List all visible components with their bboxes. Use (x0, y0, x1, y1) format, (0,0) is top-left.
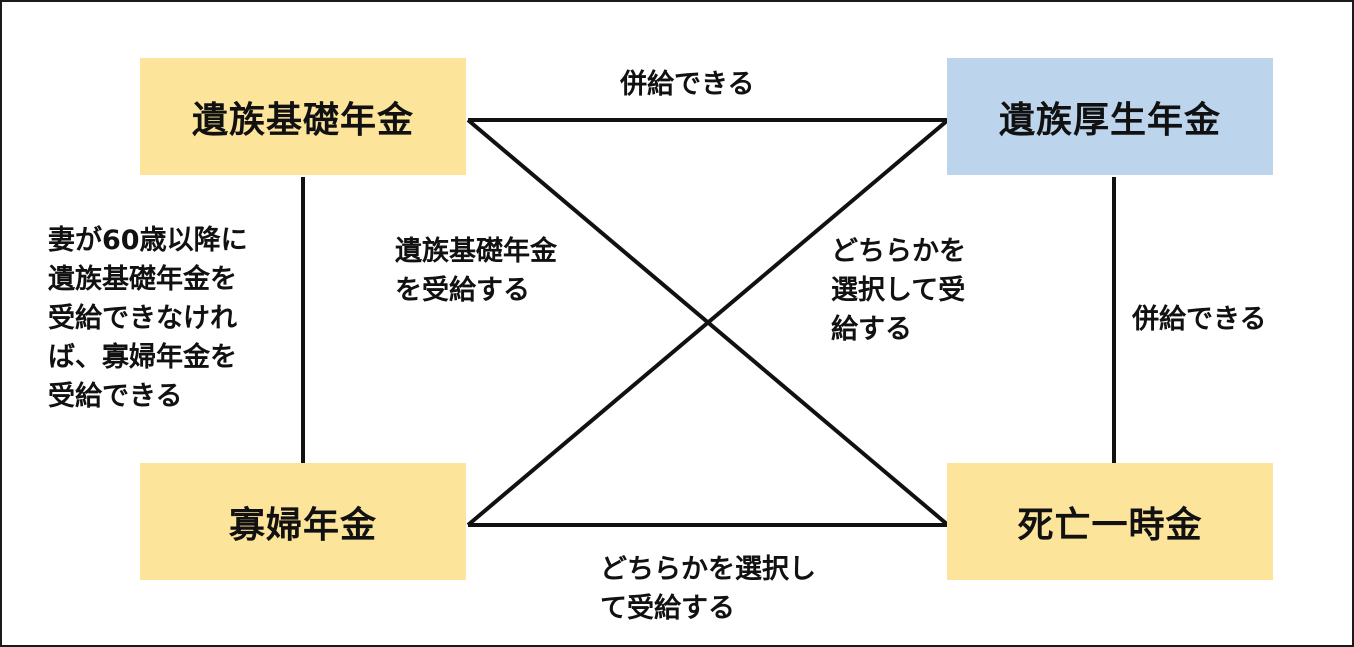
edge-label-bottom: どちらかを選択し て受給する (600, 554, 816, 624)
connector-diagonal-up (466, 118, 950, 527)
edge-label-top: 併給できる (620, 69, 755, 100)
edge-label-center-left: 遺族基礎年金 を受給する (395, 236, 557, 306)
edge-label-center-right: どちらかを 選択して受 給する (831, 236, 966, 345)
node-kafu-nenkin: 寡婦年金 (140, 463, 466, 580)
node-label: 死亡一時金 (1017, 504, 1203, 546)
node-shibo-ichijikin: 死亡一時金 (947, 463, 1273, 580)
node-label: 遺族基礎年金 (191, 99, 414, 141)
edge-label-left: 妻が60歳以降に 遺族基礎年金を 受給できなけれ ば、寡婦年金を 受給できる (48, 225, 248, 412)
node-label: 寡婦年金 (228, 504, 377, 546)
edge-label-right: 併給できる (1132, 304, 1267, 335)
node-label: 遺族厚生年金 (998, 99, 1221, 141)
node-izoku-kosei-nenkin: 遺族厚生年金 (947, 58, 1273, 175)
node-izoku-kiso-nenkin: 遺族基礎年金 (140, 58, 466, 175)
